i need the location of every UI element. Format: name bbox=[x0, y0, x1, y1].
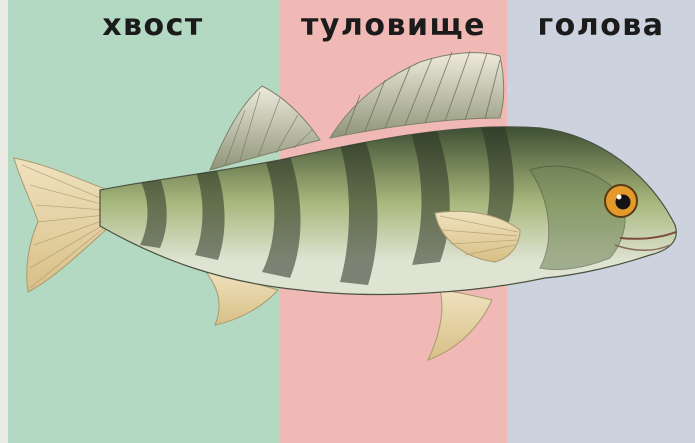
pelvic-fin bbox=[428, 290, 492, 360]
eye-highlight bbox=[617, 195, 622, 200]
tail-fin bbox=[14, 158, 108, 292]
